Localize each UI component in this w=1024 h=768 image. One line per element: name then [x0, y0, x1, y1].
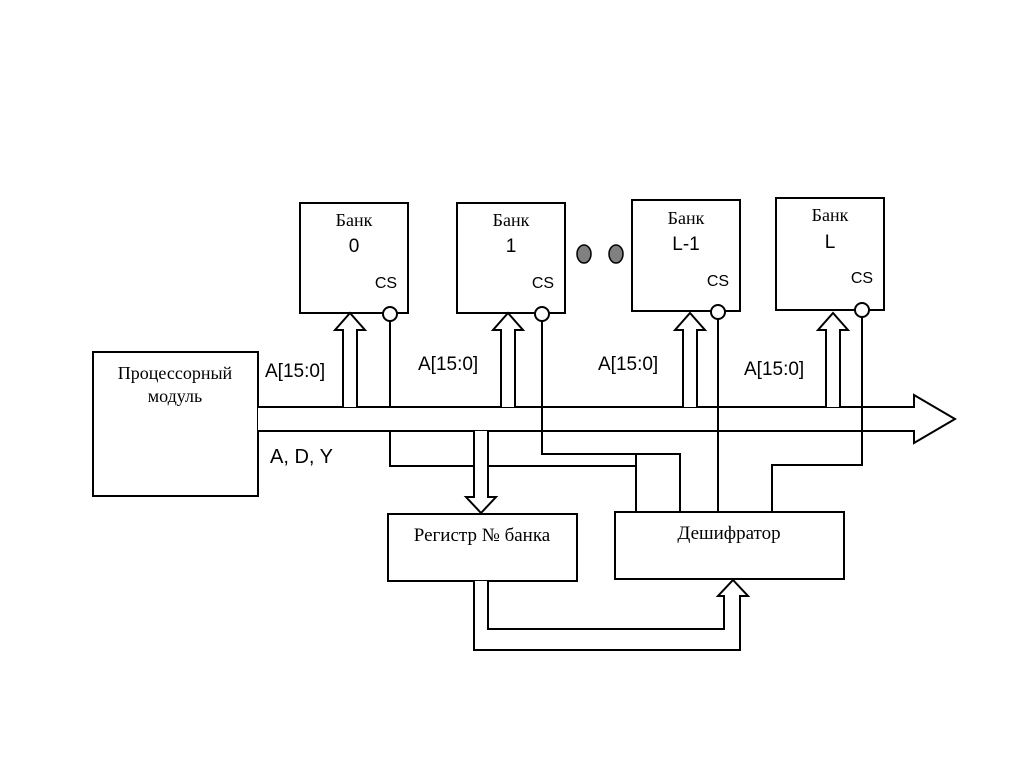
processor-module-label-line1: Процессорный — [118, 363, 233, 383]
register-box — [387, 513, 578, 582]
bank-l-1-cs-pin — [710, 304, 726, 320]
bank-l-1-number: L-1 — [672, 234, 699, 255]
register-label: Регистр № банка — [414, 525, 551, 546]
bank-l-address-arrow — [815, 311, 851, 407]
processor-module-box — [92, 351, 259, 497]
ellipsis-dot-1 — [576, 244, 592, 264]
bank-0-number: 0 — [349, 236, 360, 257]
bank-l-1-box — [631, 199, 741, 312]
bank-l-cs-line — [771, 317, 863, 512]
bank-l-1-address-label: A[15:0] — [598, 354, 658, 375]
bank-0-address-label: A[15:0] — [265, 361, 325, 382]
bank-1-address-arrow — [490, 311, 526, 407]
bank-l-cs-label: CS — [851, 270, 873, 287]
bank-1-box — [456, 202, 566, 314]
bank-l-title: Банк — [812, 205, 849, 225]
system-bus-arrow — [258, 393, 957, 445]
bank-l-1-address-arrow — [672, 311, 708, 407]
bank-l-address-label: A[15:0] — [744, 359, 804, 380]
bank-1-address-label: A[15:0] — [418, 354, 478, 375]
bank-l-cs-pin — [854, 302, 870, 318]
bank-0-cs-pin — [382, 306, 398, 322]
processor-module-label-line2: модуль — [148, 386, 202, 406]
decoder-label: Дешифратор — [677, 523, 780, 544]
bus-to-register-arrow — [463, 431, 499, 515]
bank-1-cs-pin — [534, 306, 550, 322]
bank-0-box — [299, 202, 409, 314]
bank-1-title: Банк — [493, 210, 530, 230]
bank-0-title: Банк — [336, 210, 373, 230]
bank-l-box — [775, 197, 885, 311]
bank-l-1-cs-label: CS — [707, 273, 729, 290]
bank-0-cs-label: CS — [375, 275, 397, 292]
bank-1-cs-label: CS — [532, 275, 554, 292]
bank-0-address-arrow — [332, 311, 368, 407]
bank-l-number: L — [825, 232, 836, 253]
bank-1-number: 1 — [506, 236, 517, 257]
bank-l-1-title: Банк — [668, 208, 705, 228]
bus-label: A, D, Y — [270, 446, 333, 468]
ellipsis-dot-2 — [608, 244, 624, 264]
decoder-box — [614, 511, 845, 580]
register-to-decoder-arrow — [473, 578, 751, 651]
bank-1-cs-to-decoder-line — [541, 431, 681, 512]
bank-0-cs-to-decoder-line — [389, 431, 637, 512]
